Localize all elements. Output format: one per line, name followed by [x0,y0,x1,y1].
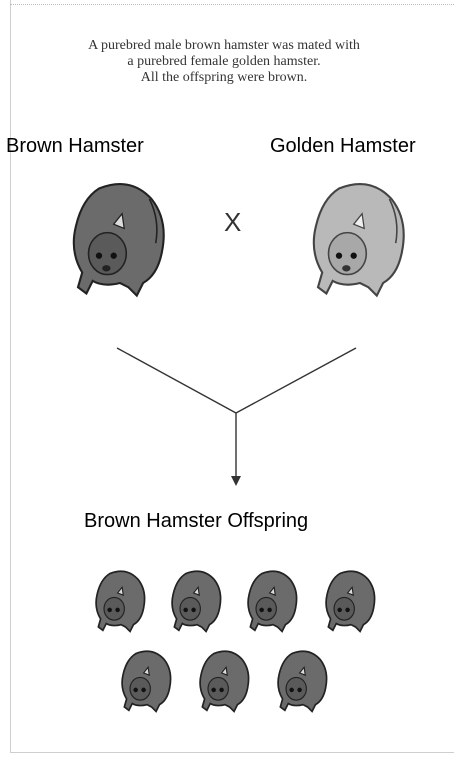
hamster-figure [72,183,165,298]
hamster-figure [312,183,405,298]
intro-line-3: All the offspring were brown. [140,70,308,85]
golden-hamster-label: Golden Hamster [270,135,416,157]
intro-text: A purebred male brown hamster was mated … [24,38,424,86]
offspring-hamster-7 [277,650,328,713]
diagram-frame [10,0,454,753]
intro-line-2: a purebred female golden hamster. [127,54,321,69]
golden-hamster-parent-image [312,183,405,298]
intro-line-1: A purebred male brown hamster was mated … [88,38,360,53]
offspring-hamster-2 [171,570,222,633]
brown-hamster-label: Brown Hamster [6,135,144,157]
right-connector-line [235,347,357,414]
offspring-label: Brown Hamster Offspring [84,510,309,532]
cross-symbol: X [224,207,242,237]
offspring-hamster-6 [199,650,250,713]
offspring-hamster-1 [95,570,146,633]
offspring-hamster-4 [325,570,376,633]
brown-hamster-parent-image [72,183,165,298]
frame-top-border [10,4,454,5]
offspring-hamster-3 [247,570,298,633]
offspring-hamster-5 [121,650,172,713]
down-arrow-head [231,476,241,486]
left-connector-line [116,347,237,414]
